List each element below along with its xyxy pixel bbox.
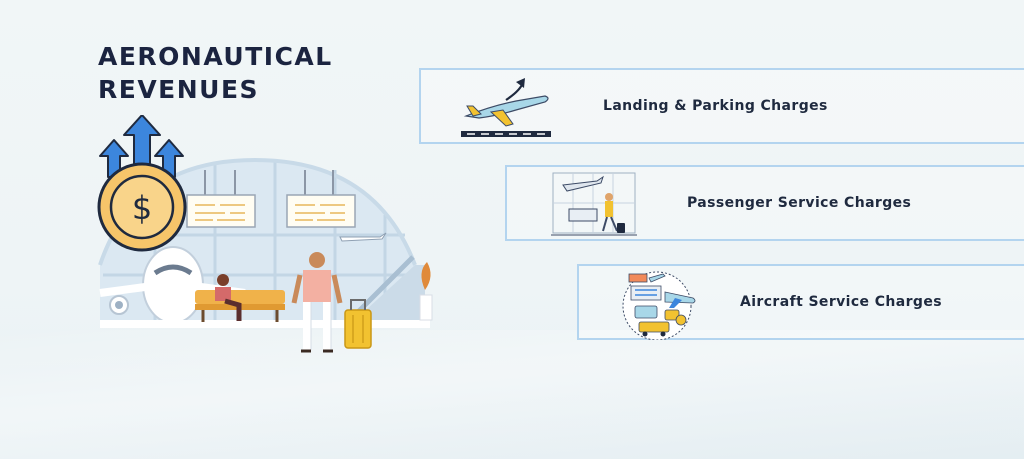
- title-line-1: AERONAUTICAL: [98, 42, 333, 71]
- airplane-takeoff-icon: [461, 78, 551, 137]
- distant-airplane: [339, 232, 387, 242]
- departure-board-right: [286, 170, 356, 228]
- card-label: Passenger Service Charges: [687, 195, 912, 211]
- departure-board-left: [186, 170, 256, 228]
- card-passenger-service[interactable]: Passenger Service Charges: [505, 165, 1024, 241]
- passenger-terminal-icon: [551, 172, 637, 236]
- title-line-2: REVENUES: [98, 75, 260, 104]
- plant: [419, 262, 433, 321]
- airport-services-icon: [622, 271, 696, 340]
- page-title: AERONAUTICAL REVENUES: [98, 40, 358, 106]
- card-landing-parking[interactable]: Landing & Parking Charges: [419, 68, 1024, 144]
- yellow-suitcase: [344, 299, 372, 349]
- card-label: Landing & Parking Charges: [603, 98, 828, 114]
- card-aircraft-service[interactable]: Aircraft Service Charges: [577, 264, 1024, 340]
- currency-symbol: $: [132, 189, 152, 227]
- traveler: [291, 252, 343, 353]
- airport-terminal-illustration: $: [97, 115, 433, 353]
- card-label: Aircraft Service Charges: [740, 294, 942, 310]
- dollar-coin-icon: $: [97, 162, 187, 252]
- seated-passenger: [215, 274, 242, 321]
